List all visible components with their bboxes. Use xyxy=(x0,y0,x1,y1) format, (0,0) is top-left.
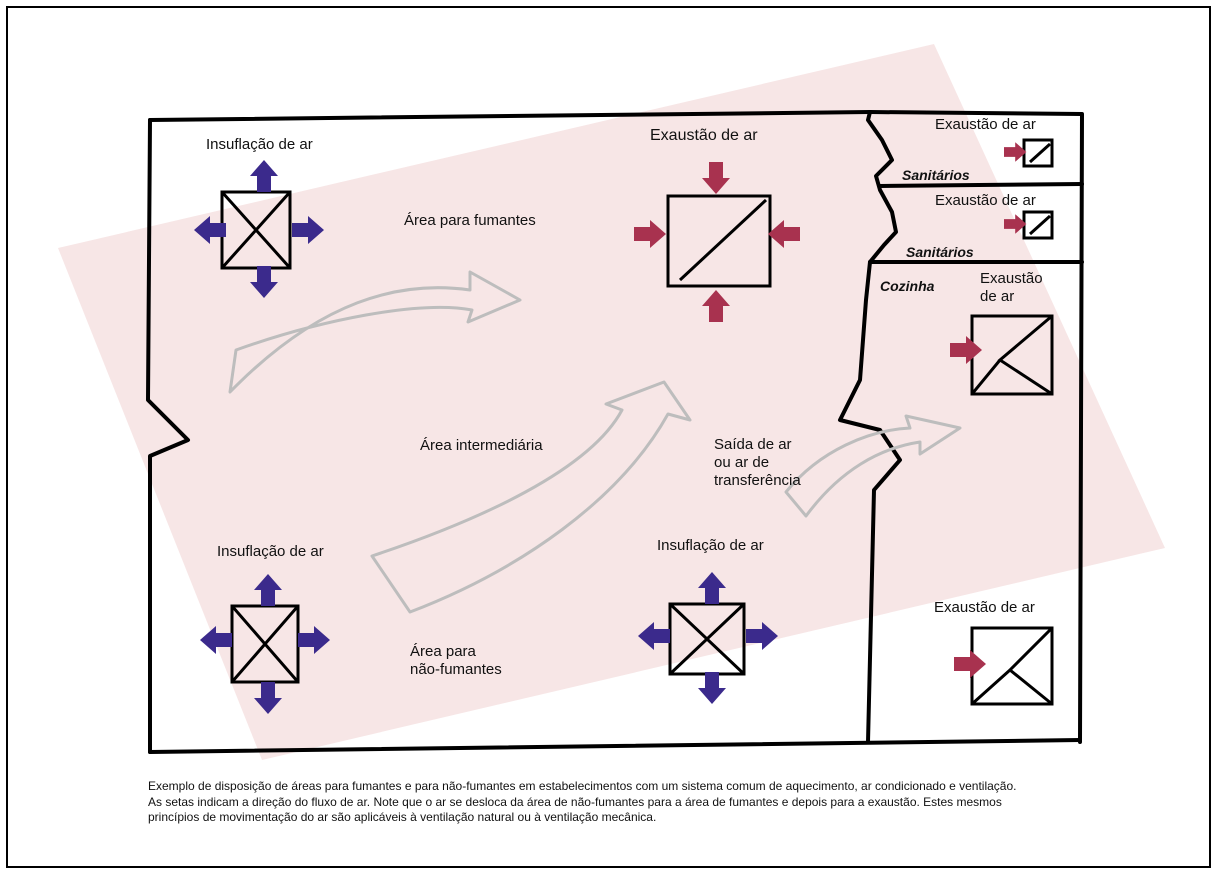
exhaust-main xyxy=(634,162,800,322)
label-area-fumantes: Área para fumantes xyxy=(404,212,536,229)
label-cozinha: Cozinha xyxy=(880,278,935,294)
exhaust-sanitarios-2 xyxy=(1004,210,1054,240)
label-exaustao-main: Exaustão de ar xyxy=(650,127,758,144)
label-area-nao-fumantes: Área para não-fumantes xyxy=(410,643,502,678)
diffuser-bottom-mid xyxy=(638,572,778,704)
label-insuflacao-bottom-left: Insuflação de ar xyxy=(217,543,324,560)
label-exaustao-sanitarios-1: Exaustão de ar xyxy=(935,116,1036,133)
exhaust-bottom-right xyxy=(954,626,1054,706)
label-insuflacao-top: Insuflação de ar xyxy=(206,136,313,153)
label-saida-ar: Saída de ar ou ar de transferência xyxy=(714,436,801,489)
diffuser-bottom-left xyxy=(200,574,330,714)
label-sanitarios-1: Sanitários xyxy=(902,167,970,183)
label-exaustao-sanitarios-2: Exaustão de ar xyxy=(935,192,1036,209)
flow-arrows xyxy=(228,270,962,614)
flow-arrow-right xyxy=(784,414,962,518)
flow-arrow-middle xyxy=(370,380,692,614)
figure-caption: Exemplo de disposição de áreas para fuma… xyxy=(148,779,1048,826)
diffuser-top-left xyxy=(194,160,324,298)
label-sanitarios-2: Sanitários xyxy=(906,244,974,260)
flow-arrow-upper xyxy=(228,270,522,394)
label-insuflacao-bottom-mid: Insuflação de ar xyxy=(657,537,764,554)
label-exaustao-cozinha: Exaustão de ar xyxy=(980,270,1043,305)
exhaust-cozinha xyxy=(950,314,1054,396)
caption-line-2: As setas indicam a direção do fluxo de a… xyxy=(148,794,1002,825)
exhaust-sanitarios-1 xyxy=(1004,138,1054,168)
caption-line-1: Exemplo de disposição de áreas para fuma… xyxy=(148,779,1017,793)
label-exaustao-bottom-right: Exaustão de ar xyxy=(934,599,1035,616)
walls xyxy=(146,110,1084,754)
label-area-intermediaria: Área intermediária xyxy=(420,437,543,454)
figure-frame xyxy=(6,6,1211,868)
